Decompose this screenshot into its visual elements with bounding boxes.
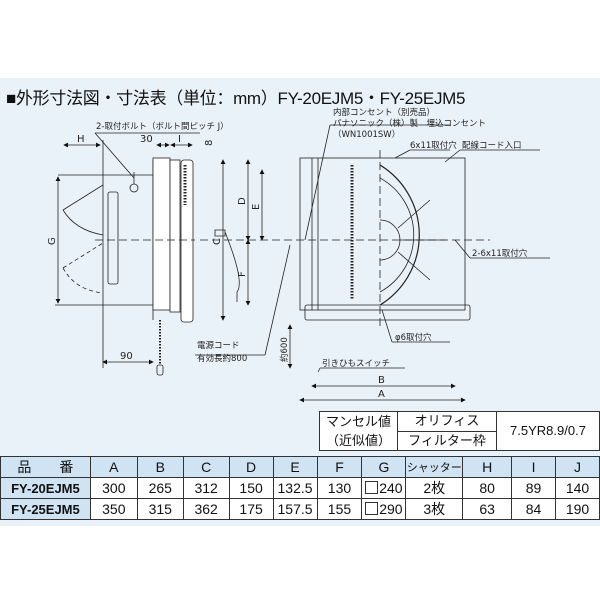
cell-D: 150: [228, 477, 274, 499]
front-view: [214, 157, 471, 321]
cell-E: 157.5: [272, 498, 318, 520]
hole-6x11-label: 6x11取付穴: [410, 140, 457, 151]
leader-lines: [94, 124, 550, 373]
header-F: F: [316, 456, 363, 478]
model-cell: FY-20EJM5: [0, 477, 91, 499]
drawing-labels: 2-取付ボルト（ボルト間ピッチ J） 内部コンセント（別売品） パナソニック（株…: [47, 107, 528, 400]
cell-C: 312: [182, 477, 230, 499]
filter-frame-label: フィルター枠: [397, 430, 497, 451]
cell-H: 63: [462, 498, 513, 520]
cell-I: 89: [511, 477, 556, 499]
header-D: D: [228, 456, 274, 478]
dim-B: B: [378, 375, 385, 386]
orifice-label: オリフィス: [397, 411, 497, 432]
dim-E: E: [251, 204, 262, 210]
dim-8: 8: [204, 140, 215, 146]
page-title: ■外形寸法図・寸法表（単位：mm）FY-20EJM5・FY-25EJM5: [6, 89, 466, 108]
cell-A: 350: [89, 498, 138, 520]
dim-G: G: [47, 237, 58, 245]
hole-2-6x11-label: 2-6x11取付穴: [472, 248, 528, 259]
dim-I: I: [178, 134, 181, 145]
header-H: H: [462, 456, 513, 478]
header-J: J: [554, 456, 600, 478]
cell-J: 140: [554, 477, 600, 499]
header-G: G: [361, 456, 407, 478]
approx-label: （近似値）: [319, 431, 398, 451]
header-I: I: [511, 456, 556, 478]
outlet-label-3: （WN1001SW）: [333, 129, 400, 140]
dim-D: D: [237, 197, 248, 205]
header-E: E: [272, 456, 318, 478]
cell-G: 290: [361, 498, 407, 520]
phi6-hole-label: φ6取付穴: [395, 332, 432, 343]
table-row: FY-20EJM5 300 265 312 150 132.5 130 240 …: [0, 477, 600, 499]
dim-90: 90: [120, 351, 133, 362]
square-icon: [365, 481, 379, 494]
power-cord-label: 電源コード: [197, 341, 240, 351]
cord-entry-label: 配線コード入口: [462, 140, 522, 151]
cell-shutter: 3枚: [405, 498, 464, 520]
header-model: 品 番: [0, 456, 91, 478]
dim-30: 30: [140, 134, 153, 145]
header-C: C: [182, 456, 230, 478]
outlet-label-1: 内部コンセント（別売品）: [333, 107, 435, 118]
munsell-value: 7.5YR8.9/0.7: [496, 411, 600, 451]
cell-G: 240: [361, 477, 407, 499]
cord-length-label: 有効長約800: [197, 353, 247, 364]
header-B: B: [136, 456, 184, 478]
dimension-lines: [55, 142, 466, 403]
dim-H: H: [77, 134, 85, 145]
bolt-label: 2-取付ボルト（ボルト間ピッチ J）: [96, 121, 229, 132]
cell-A: 300: [89, 477, 138, 499]
cell-G-value: 240: [379, 480, 403, 496]
dimension-spec-table: 品 番 A B C D E F G シャッター H I J FY-20EJM5 …: [0, 456, 600, 520]
pull-switch-label: 引きひもスイッチ: [322, 359, 390, 369]
approx-600-label: 約600: [279, 337, 290, 362]
cell-C: 362: [182, 498, 230, 520]
cell-H: 80: [462, 477, 513, 499]
munsell-label: マンセル値: [319, 411, 398, 431]
cell-E: 132.5: [272, 477, 318, 499]
cell-F: 130: [316, 477, 363, 499]
cell-I: 84: [511, 498, 556, 520]
header-A: A: [89, 456, 138, 478]
munsell-table: マンセル値 オリフィス 7.5YR8.9/0.7 （近似値） フィルター枠: [319, 411, 600, 451]
dim-C: C: [212, 238, 223, 245]
dim-A: A: [378, 389, 385, 400]
cell-J: 190: [554, 498, 600, 520]
square-icon: [365, 502, 379, 515]
table-row: FY-25EJM5 350 315 362 175 157.5 155 290 …: [0, 498, 600, 520]
outlet-label-2: パナソニック（株）製 埋込コンセント: [333, 118, 486, 129]
side-view: [55, 140, 194, 376]
cell-D: 175: [228, 498, 274, 520]
cell-B: 265: [136, 477, 184, 499]
table-header-row: 品 番 A B C D E F G シャッター H I J: [0, 456, 600, 478]
model-cell: FY-25EJM5: [0, 498, 91, 520]
header-shutter: シャッター: [405, 456, 464, 478]
dim-F: F: [237, 271, 248, 277]
cell-B: 315: [136, 498, 184, 520]
cell-G-value: 290: [379, 501, 403, 517]
cell-F: 155: [316, 498, 363, 520]
cell-shutter: 2枚: [405, 477, 464, 499]
